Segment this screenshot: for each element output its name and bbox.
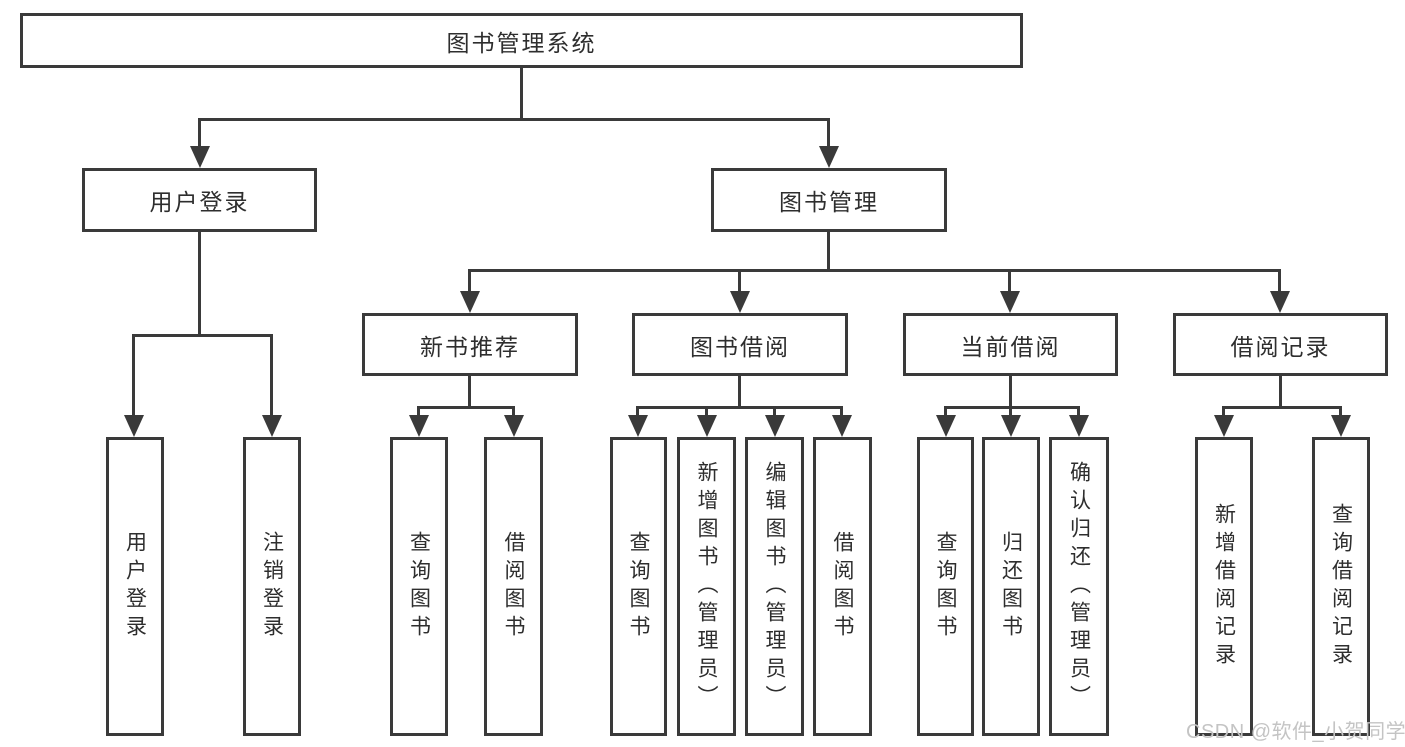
leaf-bb-borrow-books-label: 借阅图书 [831,530,854,643]
connector-line [132,334,273,337]
connector-line [1222,406,1225,417]
connector-line [417,406,420,417]
leaf-logout-label: 注销登录 [260,530,284,643]
leaf-cb-query-books-label: 查询图书 [934,530,957,643]
arrowhead-down-icon [1001,415,1021,437]
node-user-login-label: 用户登录 [149,189,250,215]
connector-line [636,406,639,417]
arrowhead-down-icon [504,415,524,437]
arrowhead-down-icon [124,415,144,437]
node-root: 图书管理系统 [20,13,1023,68]
node-new-book-rec: 新书推荐 [362,313,578,376]
leaf-nb-query-books-label: 查询图书 [407,530,431,643]
leaf-bb-query-books: 查询图书 [610,437,667,736]
arrowhead-down-icon [832,415,852,437]
connector-line [198,232,201,337]
leaf-nb-query-books: 查询图书 [390,437,448,736]
arrowhead-down-icon [765,415,785,437]
connector-line [468,269,1281,272]
connector-line [705,406,708,417]
leaf-bb-edit-books-admin-label: 编辑图书（管理员） [763,460,786,713]
connector-line [944,406,947,417]
connector-line [827,232,830,272]
leaf-br-query-record-label: 查询借阅记录 [1329,502,1353,671]
arrowhead-down-icon [190,146,210,168]
leaf-nb-borrow-books: 借阅图书 [484,437,543,736]
node-book-mgmt-label: 图书管理 [779,189,879,215]
arrowhead-down-icon [628,415,648,437]
leaf-cb-query-books: 查询图书 [917,437,974,736]
leaf-bb-add-books-admin-label: 新增图书（管理员） [695,460,718,713]
node-user-login: 用户登录 [82,168,317,232]
arrowhead-down-icon [936,415,956,437]
connector-line [199,118,830,121]
node-book-mgmt: 图书管理 [711,168,947,232]
connector-line [1009,376,1012,409]
leaf-bb-borrow-books: 借阅图书 [813,437,872,736]
leaf-bb-edit-books-admin: 编辑图书（管理员） [745,437,804,736]
node-book-borrow: 图书借阅 [632,313,848,376]
leaf-bb-add-books-admin: 新增图书（管理员） [677,437,736,736]
connector-line [512,406,515,417]
node-new-book-rec-label: 新书推荐 [420,333,520,360]
leaf-user-login: 用户登录 [106,437,164,736]
node-book-borrow-label: 图书借阅 [690,333,790,360]
node-root-label: 图书管理系统 [446,29,597,56]
leaf-br-add-record-label: 新增借阅记录 [1212,502,1236,671]
connector-line [1222,406,1342,409]
leaf-bb-query-books-label: 查询图书 [627,530,650,643]
node-current-borrow-label: 当前借阅 [960,333,1061,360]
connector-line [1077,406,1080,417]
arrowhead-down-icon [262,415,282,437]
connector-line [468,269,471,293]
node-borrow-records-label: 借阅记录 [1230,333,1331,360]
connector-line [827,118,830,148]
leaf-br-add-record: 新增借阅记录 [1195,437,1253,736]
leaf-logout: 注销登录 [243,437,301,736]
connector-line [1009,406,1012,417]
leaf-cb-return-books-label: 归还图书 [999,530,1023,643]
arrowhead-down-icon [819,146,839,168]
connector-line [270,334,273,417]
arrowhead-down-icon [1000,291,1020,313]
arrowhead-down-icon [1270,291,1290,313]
connector-line [636,406,843,409]
connector-line [1279,376,1282,409]
arrowhead-down-icon [1331,415,1351,437]
arrowhead-down-icon [409,415,429,437]
leaf-cb-confirm-return-admin: 确认归还（管理员） [1049,437,1109,736]
connector-line [773,406,776,417]
arrowhead-down-icon [1069,415,1089,437]
connector-line [1278,269,1281,293]
connector-line [1339,406,1342,417]
arrowhead-down-icon [1214,415,1234,437]
connector-line [198,118,201,148]
connector-line [468,376,471,409]
connector-line [738,376,741,409]
arrowhead-down-icon [460,291,480,313]
arrowhead-down-icon [697,415,717,437]
connector-line [520,68,523,121]
connector-line [132,334,135,417]
connector-line [738,269,741,293]
leaf-user-login-label: 用户登录 [123,530,147,643]
connector-line [417,406,515,409]
leaf-nb-borrow-books-label: 借阅图书 [502,530,525,643]
leaf-br-query-record: 查询借阅记录 [1312,437,1370,736]
node-current-borrow: 当前借阅 [903,313,1118,376]
connector-line [944,406,1080,409]
connector-line [840,406,843,417]
node-borrow-records: 借阅记录 [1173,313,1388,376]
connector-line [1008,269,1011,293]
arrowhead-down-icon [730,291,750,313]
watermark: CSDN @软件_小贺同学 [1186,721,1405,743]
leaf-cb-confirm-return-admin-label: 确认归还（管理员） [1067,460,1091,713]
leaf-cb-return-books: 归还图书 [982,437,1040,736]
